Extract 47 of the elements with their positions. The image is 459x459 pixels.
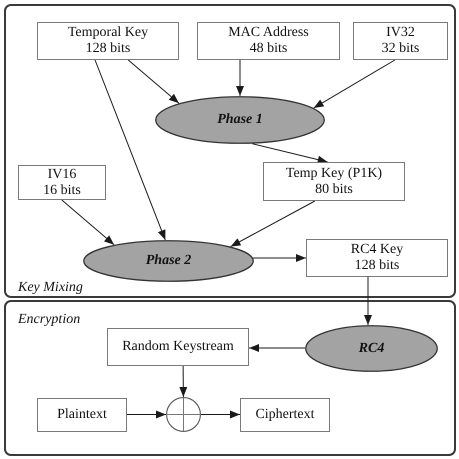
- section-heading: Key Mixing: [18, 280, 83, 296]
- bit-size-label: 32 bits: [382, 41, 420, 57]
- bit-size-label: 16 bits: [43, 182, 81, 198]
- data-box: [18, 165, 106, 200]
- box-title: Temp Key (P1K): [286, 166, 382, 182]
- process-ellipse: [305, 325, 438, 372]
- arrow: [252, 254, 306, 262]
- bit-size-label: 48 bits: [250, 41, 288, 57]
- process-label: RC4: [358, 340, 384, 356]
- data-box: [240, 398, 330, 432]
- data-box: [37, 398, 127, 432]
- data-box: [306, 239, 448, 277]
- data-box: [107, 328, 249, 366]
- bit-size-label: 80 bits: [315, 182, 353, 198]
- arrow: [230, 200, 316, 248]
- box-title: Temporal Key: [68, 25, 148, 41]
- arrow: [128, 60, 180, 104]
- section-panel: [4, 4, 456, 298]
- bit-size-label: 128 bits: [86, 41, 130, 57]
- data-box: [197, 22, 340, 60]
- arrow: [61, 200, 115, 246]
- data-box: [37, 22, 179, 60]
- arrow: [248, 344, 306, 352]
- box-title: MAC Address: [228, 25, 309, 41]
- section-panel: [4, 300, 456, 456]
- data-box: [263, 162, 405, 201]
- section-heading: Encryption: [18, 312, 80, 328]
- arrow: [236, 60, 244, 96]
- arrow: [179, 366, 188, 398]
- arrow: [313, 60, 396, 109]
- arrow: [94, 60, 166, 240]
- arrow: [126, 410, 166, 418]
- box-label: Random Keystream: [122, 339, 234, 355]
- box-title: RC4 Key: [350, 242, 404, 258]
- process-ellipse: [155, 96, 325, 144]
- data-box: [353, 22, 448, 60]
- box-label: Ciphertext: [255, 407, 315, 423]
- process-ellipse: [83, 240, 254, 282]
- process-label: Phase 2: [146, 253, 192, 269]
- arrow: [200, 410, 240, 418]
- arrow: [364, 276, 372, 326]
- box-label: Plaintext: [57, 407, 107, 423]
- bit-size-label: 128 bits: [354, 258, 400, 274]
- process-label: Phase 1: [217, 112, 263, 128]
- box-title: IV32: [386, 25, 415, 41]
- arrow: [252, 143, 328, 164]
- box-title: IV16: [48, 166, 76, 182]
